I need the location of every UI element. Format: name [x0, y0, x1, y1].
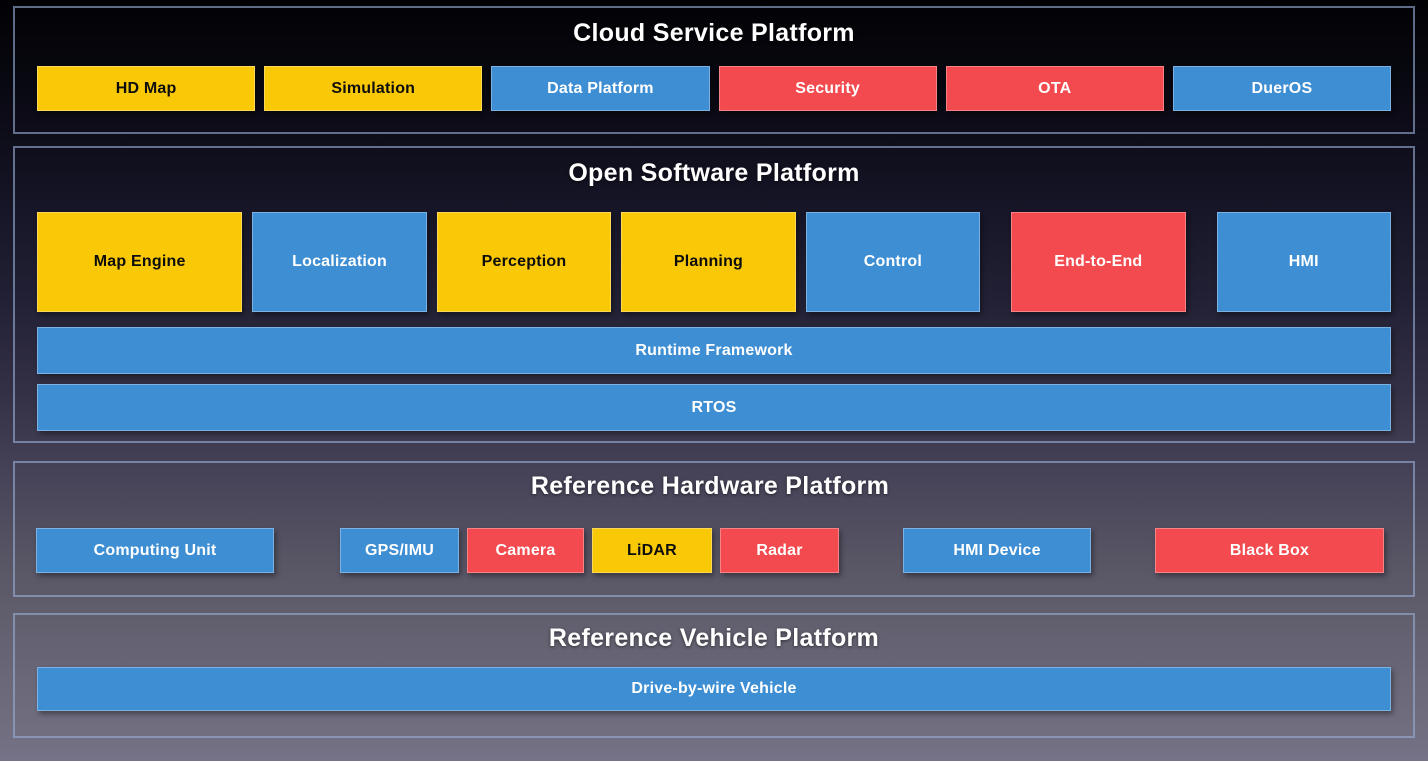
- module-camera: Camera: [467, 528, 584, 573]
- section-title-reference-vehicle-platform: Reference Vehicle Platform: [548, 624, 880, 652]
- section-reference-hardware-platform: Reference Hardware Platform Computing Un…: [13, 461, 1415, 597]
- cloud-modules-row: HD Map Simulation Data Platform Security…: [37, 66, 1392, 111]
- section-cloud-service-platform: Cloud Service Platform HD Map Simulation…: [13, 6, 1415, 134]
- hardware-modules-row: Computing Unit GPS/IMU Camera LiDAR Rada…: [36, 528, 1384, 573]
- module-hmi: HMI: [1216, 212, 1391, 312]
- module-ota: OTA: [945, 66, 1164, 111]
- module-control: Control: [805, 212, 981, 312]
- software-modules-row: Map Engine Localization Perception Plann…: [37, 212, 1391, 312]
- module-gps-imu: GPS/IMU: [340, 528, 459, 573]
- bar-drive-by-wire-vehicle: Drive-by-wire Vehicle: [37, 667, 1391, 711]
- section-title-cloud-service-platform: Cloud Service Platform: [573, 19, 855, 47]
- section-reference-vehicle-platform: Reference Vehicle Platform Drive-by-wire…: [13, 613, 1415, 738]
- bar-rtos: RTOS: [37, 384, 1391, 431]
- bar-runtime-framework: Runtime Framework: [37, 327, 1391, 374]
- module-hmi-device: HMI Device: [903, 528, 1091, 573]
- module-security: Security: [718, 66, 937, 111]
- module-hd-map: HD Map: [37, 66, 256, 111]
- section-title-open-software-platform: Open Software Platform: [568, 159, 860, 187]
- module-planning: Planning: [621, 212, 796, 312]
- module-dueros: DuerOS: [1172, 66, 1392, 111]
- module-localization: Localization: [252, 212, 427, 312]
- module-radar: Radar: [720, 528, 839, 573]
- module-lidar: LiDAR: [592, 528, 712, 573]
- module-perception: Perception: [436, 212, 612, 312]
- module-map-engine: Map Engine: [37, 212, 243, 312]
- module-data-platform: Data Platform: [491, 66, 710, 111]
- module-simulation: Simulation: [264, 66, 483, 111]
- platform-architecture-diagram: Cloud Service Platform HD Map Simulation…: [0, 6, 1428, 738]
- module-computing-unit: Computing Unit: [36, 528, 274, 573]
- module-end-to-end: End-to-End: [1011, 212, 1186, 312]
- section-title-reference-hardware-platform: Reference Hardware Platform: [530, 472, 890, 500]
- section-open-software-platform: Open Software Platform Map Engine Locali…: [13, 146, 1415, 443]
- module-black-box: Black Box: [1155, 528, 1384, 573]
